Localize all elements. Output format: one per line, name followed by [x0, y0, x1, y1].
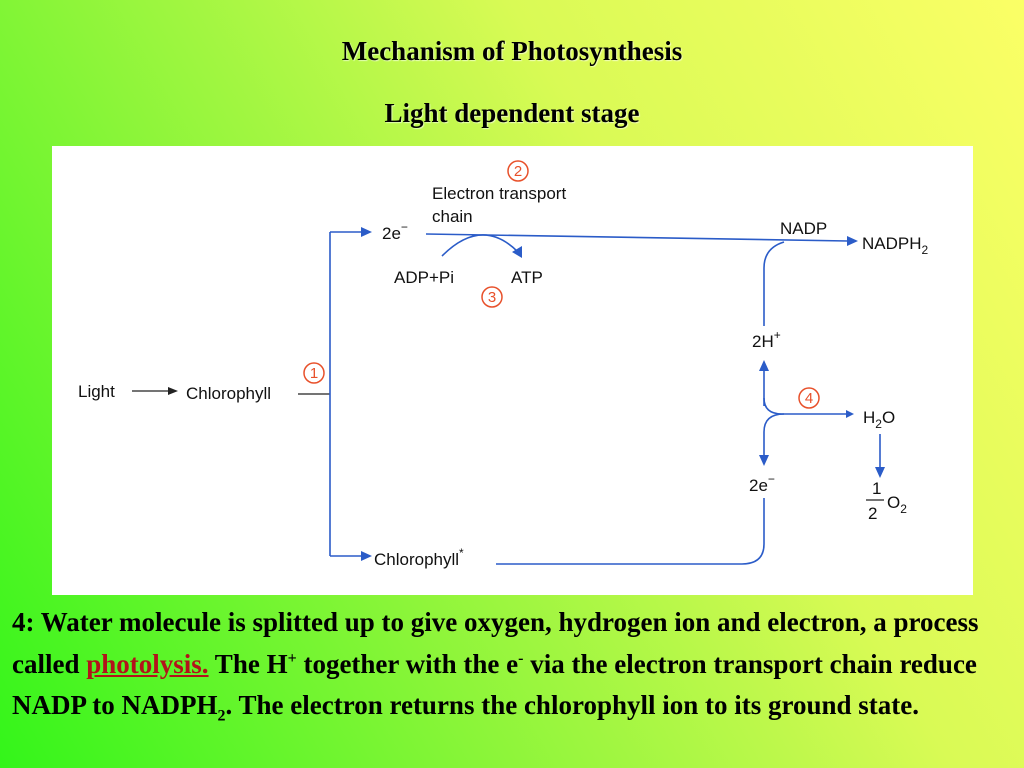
- para-text-1: 4: Water molecule is splitted up to give…: [12, 607, 979, 679]
- para-text-3: together with the e: [296, 648, 519, 679]
- step-1-marker: [303, 362, 325, 384]
- slide-title: Mechanism of Photosynthesis: [341, 36, 683, 66]
- label-nadph: NADPH2: [862, 234, 929, 257]
- label-half-den: 2: [868, 504, 877, 523]
- step-1-number: 1: [310, 365, 318, 382]
- para-sup-minus: -: [518, 649, 524, 667]
- h2o-split-head: [846, 410, 854, 418]
- photosynthesis-diagram: Light Chlorophyll 1 2e− 2 Electron trans…: [78, 160, 929, 569]
- label-adp: ADP+Pi: [394, 268, 454, 287]
- para-text-2: The H: [208, 648, 288, 679]
- split-to-e-line: [763, 413, 785, 458]
- label-atp: ATP: [511, 268, 543, 287]
- step-2-number: 2: [514, 163, 522, 180]
- para-sub-2: 2: [217, 707, 226, 725]
- label-etc-line2: chain: [432, 207, 473, 226]
- light-arrow-head: [168, 387, 178, 395]
- step-3-marker: [481, 286, 503, 308]
- label-2e-top: 2e−: [382, 220, 408, 243]
- photolysis-highlight: photolysis.: [86, 648, 209, 679]
- label-h2o: H2O: [863, 408, 895, 431]
- step-3-number: 3: [488, 289, 496, 306]
- step-4-number: 4: [805, 390, 813, 407]
- explanation-paragraph: 4: Water molecule is splitted up to give…: [12, 602, 1012, 727]
- diagram-panel: Light Chlorophyll 1 2e− 2 Electron trans…: [52, 146, 973, 595]
- para-text-4: via the electron transport chain reduce …: [12, 648, 977, 721]
- label-2e-bottom: 2e−: [749, 472, 775, 495]
- etc-line: [425, 233, 849, 242]
- step-4-marker: [798, 387, 820, 409]
- h2o-to-h-head: [759, 360, 769, 371]
- label-etc-line1: Electron transport: [432, 184, 566, 203]
- step-2-marker: [507, 160, 529, 182]
- branch-top-head: [361, 227, 372, 237]
- para-sup-plus: +: [287, 649, 297, 667]
- adp-atp-curve: [441, 234, 519, 257]
- label-half-num: 1: [872, 479, 881, 498]
- label-2h: 2H+: [752, 328, 781, 351]
- label-o2: O2: [887, 493, 907, 516]
- label-chlorophyll: Chlorophyll: [186, 384, 271, 403]
- return-line: [496, 498, 765, 565]
- slide-subtitle: Light dependent stage: [384, 98, 640, 128]
- etc-line-head: [847, 236, 858, 246]
- split-to-e-head: [759, 455, 769, 466]
- branch-bottom-head: [361, 551, 372, 561]
- label-light: Light: [78, 382, 115, 401]
- label-nadp: NADP: [780, 219, 827, 238]
- h2o-to-o2-head: [875, 467, 885, 478]
- adp-atp-head: [512, 246, 522, 258]
- label-chlorophyll-excited: Chlorophyll*: [374, 546, 464, 569]
- h-to-nadp-curve: [763, 241, 785, 326]
- para-text-5: . The electron returns the chlorophyll i…: [225, 690, 920, 720]
